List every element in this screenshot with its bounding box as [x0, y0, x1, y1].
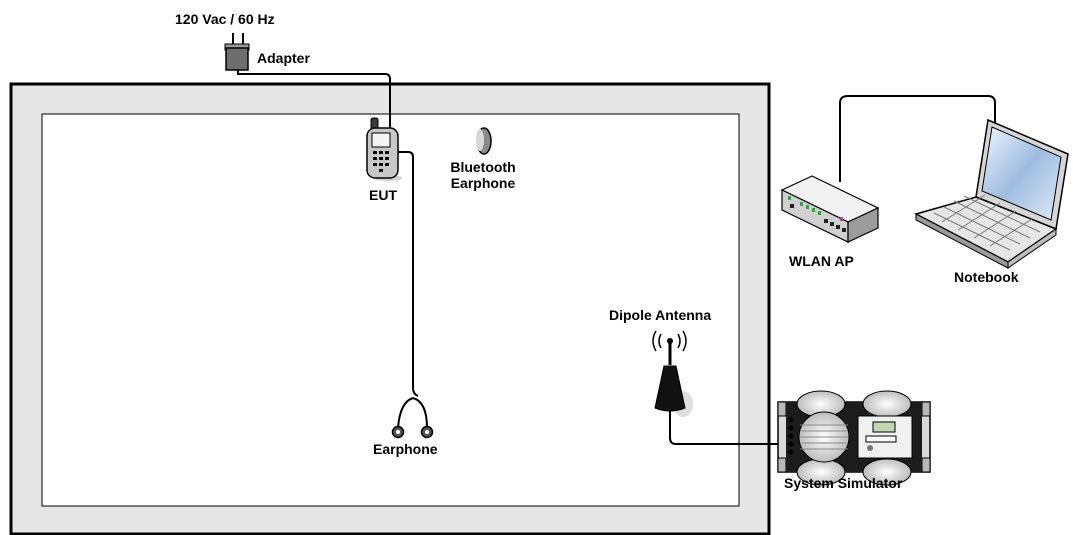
mobile-phone-icon — [366, 117, 402, 181]
adapter-label: Adapter — [257, 50, 310, 66]
wired-earphone-icon — [391, 425, 434, 439]
earphone-fork — [397, 397, 428, 429]
cables — [237, 70, 996, 445]
bluetooth-label-line1: Bluetooth — [450, 159, 516, 175]
adapter-power-cable — [237, 70, 391, 134]
earphone-cable — [397, 151, 419, 397]
dipole-antenna-label: Dipole Antenna — [609, 307, 712, 323]
bluetooth-label-line2: Earphone — [450, 175, 516, 191]
power-plug-icon — [232, 33, 244, 45]
wlan-ap-label: WLAN AP — [789, 253, 854, 269]
system-simulator-icon — [777, 390, 931, 486]
bluetooth-earphone-label: Bluetooth Earphone — [442, 159, 524, 191]
power-source-label: 120 Vac / 60 Hz — [175, 11, 275, 27]
system-simulator-label: System Simulator — [784, 475, 903, 491]
dipole-antenna-icon — [652, 330, 693, 417]
earphone-label: Earphone — [373, 441, 438, 457]
wlan-notebook-cable — [839, 95, 996, 182]
wlan-access-point-icon — [780, 175, 880, 243]
eut-label: EUT — [369, 187, 397, 203]
antenna-cable — [669, 410, 788, 445]
notebook-laptop-icon — [913, 118, 1069, 269]
notebook-label: Notebook — [954, 269, 1019, 285]
bluetooth-earphone-icon — [476, 127, 492, 155]
adapter-icon — [224, 43, 250, 71]
